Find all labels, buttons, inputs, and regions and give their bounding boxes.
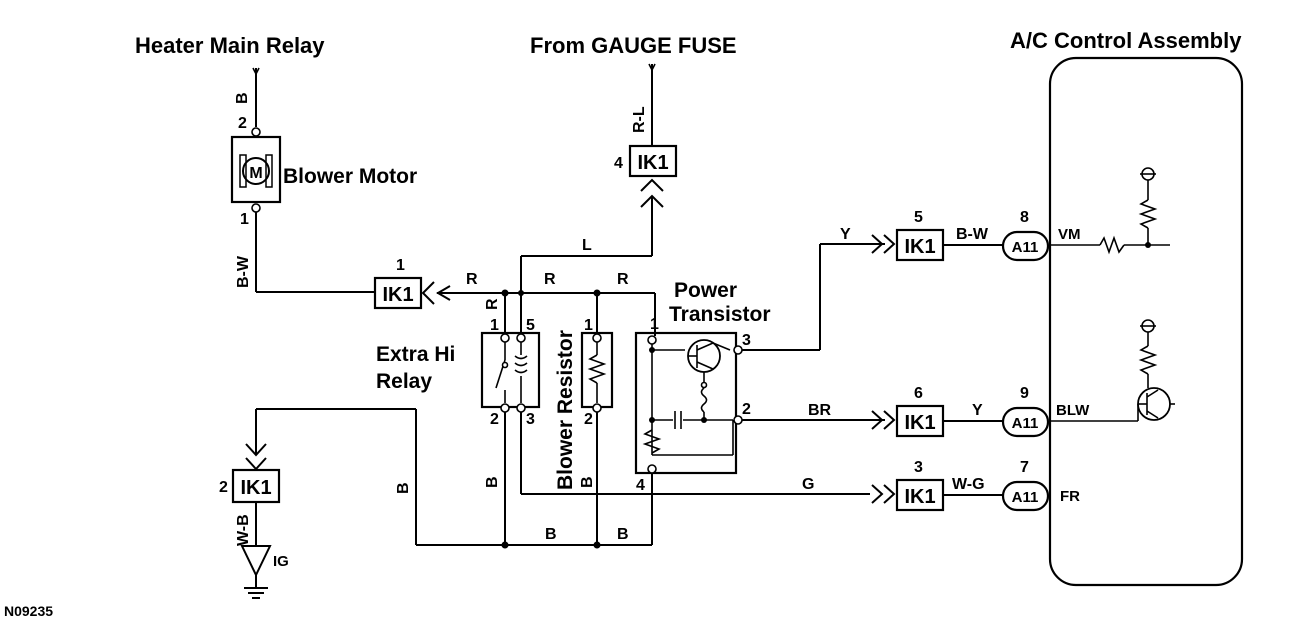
pin-relay-3: 3 bbox=[526, 411, 535, 428]
motor-symbol: M bbox=[249, 165, 262, 182]
pin-ik1-blw: 6 bbox=[914, 385, 923, 402]
wire-label-r1: R bbox=[466, 271, 478, 288]
blower-motor-label: Blower Motor bbox=[283, 165, 417, 188]
gauge-fuse-label: From GAUGE FUSE bbox=[530, 33, 737, 58]
wire-label-b-bottom-2: B bbox=[617, 526, 629, 543]
pin-pt-1: 1 bbox=[650, 316, 659, 333]
wire-label-rl: R-L bbox=[631, 106, 648, 133]
ac-control-assembly-label: A/C Control Assembly bbox=[1010, 28, 1242, 53]
connector-ik1-ground: 2 IK1 bbox=[219, 443, 281, 504]
connector-a11-vm: 8 A11 bbox=[1001, 209, 1050, 262]
wire-label-b-bottom-1: B bbox=[545, 526, 557, 543]
ik1-motor-text: IK1 bbox=[382, 284, 413, 306]
pin-a11-vm: 8 bbox=[1020, 209, 1029, 226]
wire-label-wg: W-G bbox=[952, 476, 985, 493]
power-transistor-label-2: Transistor bbox=[669, 303, 771, 326]
wire-label-bw-vm: B-W bbox=[956, 226, 989, 243]
ik1-vm-text: IK1 bbox=[904, 236, 935, 258]
pin-relay-5: 5 bbox=[526, 317, 535, 334]
pin-motor-top: 2 bbox=[238, 115, 247, 132]
wire-label-g: G bbox=[802, 476, 814, 493]
wire-label-b-res: B bbox=[579, 476, 596, 488]
blower-resistor-label: Blower Resistor bbox=[554, 330, 577, 490]
ac-control-assembly: VM BLW FR bbox=[1048, 56, 1244, 587]
wire-label-r3: R bbox=[617, 271, 629, 288]
wire-label-b-top: B bbox=[234, 92, 251, 104]
pin-pt-2: 2 bbox=[742, 401, 751, 418]
pin-motor-bottom: 1 bbox=[240, 211, 249, 228]
pin-ik1-fr: 3 bbox=[914, 459, 923, 476]
ac-terminal-blw: BLW bbox=[1056, 402, 1090, 419]
connector-a11-blw: 9 A11 bbox=[1001, 385, 1050, 438]
pin-relay-2: 2 bbox=[490, 411, 499, 428]
pin-ik1-ground: 2 bbox=[219, 479, 228, 496]
ik1-fr-text: IK1 bbox=[904, 486, 935, 508]
pin-res-2: 2 bbox=[584, 411, 593, 428]
wire-label-r2: R bbox=[544, 271, 556, 288]
connector-ik1-motor: 1 IK1 bbox=[373, 257, 435, 310]
ik1-blw-text: IK1 bbox=[904, 412, 935, 434]
pin-pt-3: 3 bbox=[742, 332, 751, 349]
wire-label-b-relay: B bbox=[484, 476, 501, 488]
pin-ik1-vm: 5 bbox=[914, 209, 923, 226]
pin-res-1: 1 bbox=[584, 317, 593, 334]
pin-a11-blw: 9 bbox=[1020, 385, 1029, 402]
pin-a11-fr: 7 bbox=[1020, 459, 1029, 476]
heater-main-relay-label: Heater Main Relay bbox=[135, 33, 325, 58]
a11-blw-text: A11 bbox=[1012, 415, 1039, 432]
wire-label-l: L bbox=[582, 237, 592, 254]
wire-label-br: BR bbox=[808, 402, 832, 419]
blower-resistor: 1 2 Blower Resistor bbox=[554, 293, 614, 490]
wire-label-wb: W-B bbox=[235, 514, 252, 546]
connector-ik1-blw: 6 IK1 bbox=[895, 385, 945, 438]
ik1-ground-text: IK1 bbox=[240, 477, 271, 499]
ac-terminal-vm: VM bbox=[1058, 226, 1081, 243]
wire-label-y-top: Y bbox=[840, 226, 851, 243]
power-transistor-label-1: Power bbox=[674, 279, 737, 302]
wire-label-b-ground: B bbox=[395, 482, 412, 494]
pin-relay-1: 1 bbox=[490, 317, 499, 334]
extra-hi-relay-label-1: Extra Hi bbox=[376, 343, 455, 366]
a11-vm-text: A11 bbox=[1012, 239, 1039, 256]
power-transistor: 1 3 2 4 Power Transistor bbox=[634, 279, 771, 494]
wire-label-r-vert: R bbox=[484, 298, 501, 310]
wire-label-bw-motor: B-W bbox=[235, 255, 252, 288]
diagram-code: N09235 bbox=[4, 603, 53, 619]
connector-ik1-fr: 3 IK1 bbox=[895, 459, 945, 512]
pin-pt-4: 4 bbox=[636, 477, 645, 494]
ground-symbol: IG bbox=[240, 545, 289, 599]
pin-ik1-motor: 1 bbox=[396, 257, 405, 274]
extra-hi-relay: R 1 5 2 3 Extra Hi Relay bbox=[376, 293, 541, 428]
pin-ik1-gauge: 4 bbox=[614, 155, 623, 172]
ik1-gauge-text: IK1 bbox=[637, 152, 668, 174]
ac-terminal-fr: FR bbox=[1060, 488, 1080, 505]
wire-label-y-blw: Y bbox=[972, 402, 983, 419]
blower-motor: B 2 M 1 Blower Motor bbox=[230, 67, 417, 228]
connector-a11-fr: 7 A11 bbox=[1001, 459, 1050, 512]
a11-fr-text: A11 bbox=[1012, 489, 1039, 506]
ig-label: IG bbox=[273, 553, 289, 570]
extra-hi-relay-label-2: Relay bbox=[376, 370, 432, 393]
connector-ik1-vm: 5 IK1 bbox=[895, 209, 945, 262]
gauge-fuse-feed: R-L 4 IK1 bbox=[614, 63, 678, 208]
